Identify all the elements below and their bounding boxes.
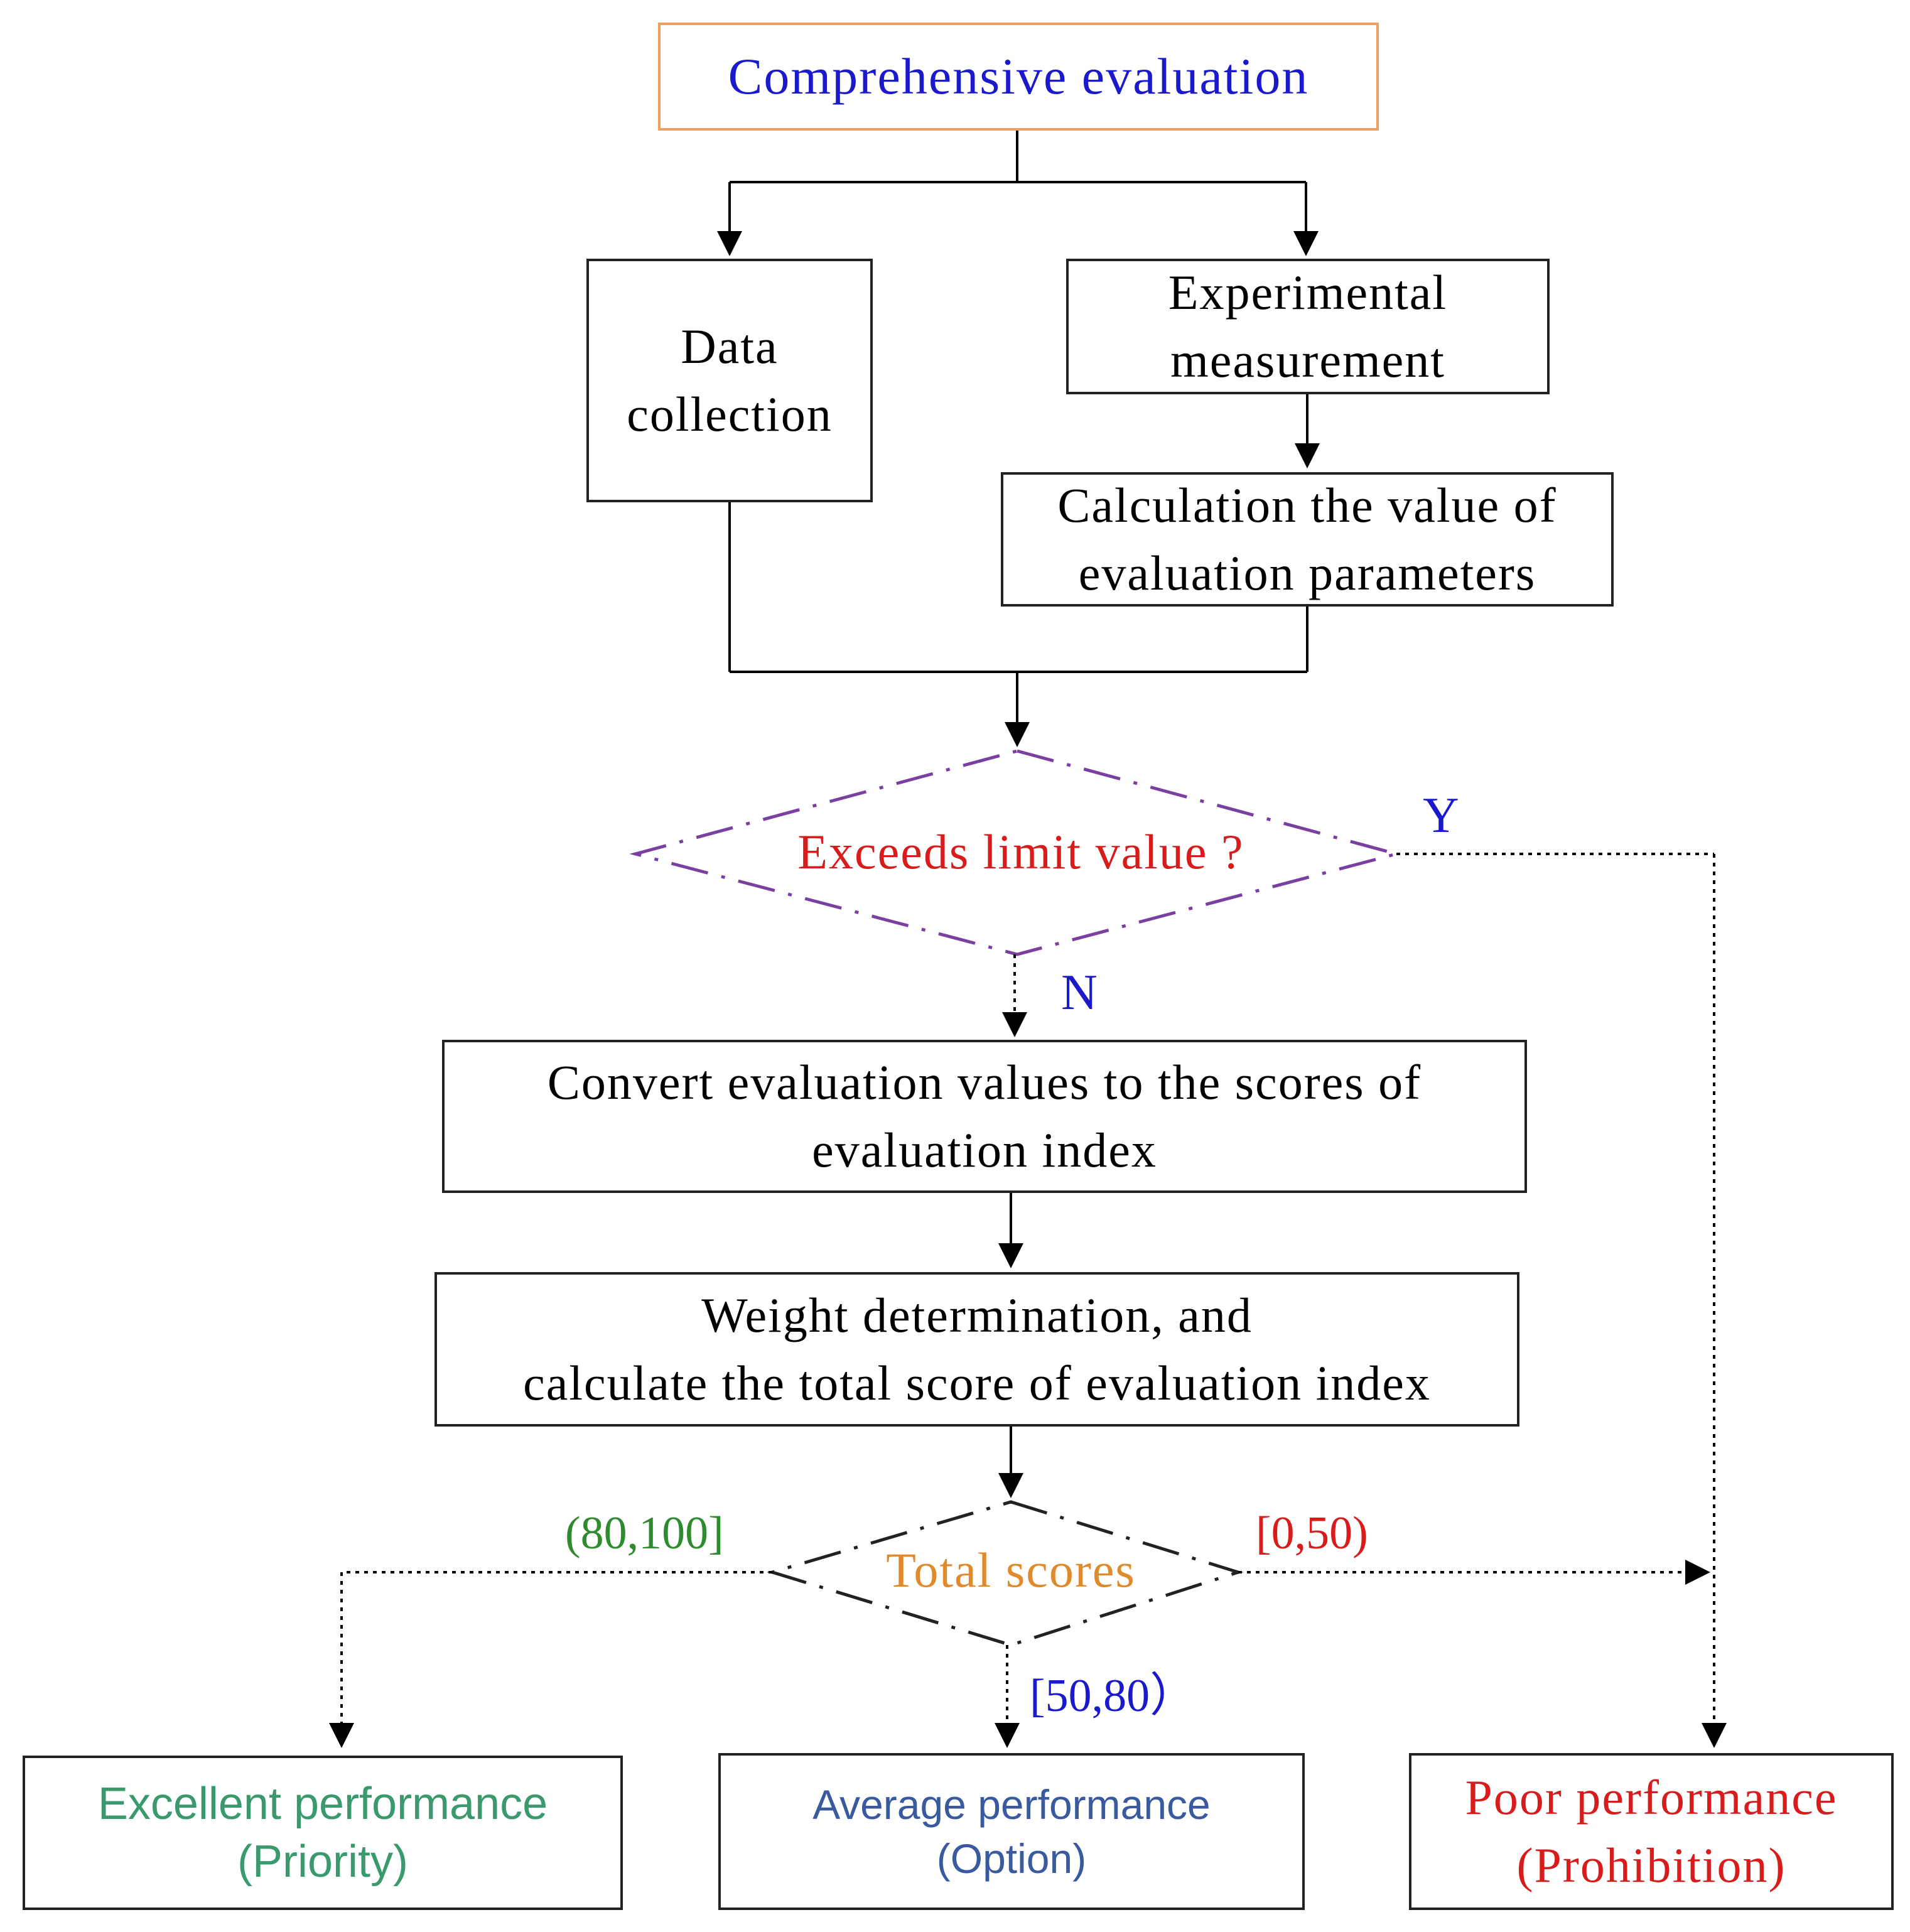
- no-label: N: [1061, 965, 1098, 1020]
- range-high-label: (80,100]: [565, 1508, 724, 1559]
- connector-high-range: [329, 1571, 772, 1748]
- experimental-measurement-box: Experimental measurement: [1066, 259, 1550, 394]
- data-collection-line-1: Data: [681, 319, 779, 374]
- experimental-line-1: Experimental: [1168, 265, 1448, 320]
- weight-box: Weight determination, and calculate the …: [434, 1272, 1519, 1427]
- calculation-line-1: Calculation the value of: [1057, 478, 1557, 532]
- connector-top-split: [717, 131, 1319, 256]
- exceeds-limit-label: Exceeds limit value ?: [797, 824, 1244, 879]
- convert-line-2: evaluation index: [812, 1123, 1157, 1177]
- data-collection-box: Data collection: [586, 259, 873, 502]
- weight-line-2: calculate the total score of evaluation …: [523, 1356, 1431, 1410]
- exceeds-limit-diamond: [629, 749, 1403, 956]
- excellent-line-2: (Priority): [237, 1837, 408, 1887]
- yes-label: Y: [1423, 788, 1459, 843]
- weight-line-1: Weight determination, and: [701, 1288, 1253, 1342]
- experimental-line-2: measurement: [1170, 333, 1445, 387]
- convert-box: Convert evaluation values to the scores …: [442, 1040, 1527, 1193]
- poor-performance-box: Poor performance (Prohibition): [1409, 1753, 1894, 1910]
- range-mid-label: [50,80）: [1030, 1670, 1197, 1722]
- average-performance-box: Average performance (Option): [718, 1753, 1305, 1910]
- excellent-line-1: Excellent performance: [97, 1779, 548, 1829]
- convert-line-1: Convert evaluation values to the scores …: [547, 1055, 1422, 1109]
- data-collection-line-2: collection: [627, 387, 833, 441]
- average-line-2: (Option): [936, 1835, 1087, 1882]
- connector-merge: [728, 502, 1308, 747]
- range-low-label: [0,50): [1256, 1508, 1368, 1559]
- excellent-performance-box: Excellent performance (Priority): [23, 1756, 623, 1910]
- connector-yes-branch: [1396, 853, 1727, 1748]
- comprehensive-evaluation-label: Comprehensive evaluation: [728, 48, 1309, 105]
- total-scores-diamond: [767, 1500, 1244, 1647]
- calculation-box: Calculation the value of evaluation para…: [1001, 472, 1614, 607]
- total-scores-label: Total scores: [886, 1543, 1136, 1597]
- poor-line-2: (Prohibition): [1516, 1838, 1786, 1892]
- calculation-line-2: evaluation parameters: [1078, 546, 1536, 600]
- average-line-1: Average performance: [812, 1781, 1211, 1828]
- poor-line-1: Poor performance: [1465, 1770, 1838, 1825]
- comprehensive-evaluation-box: Comprehensive evaluation: [658, 23, 1379, 131]
